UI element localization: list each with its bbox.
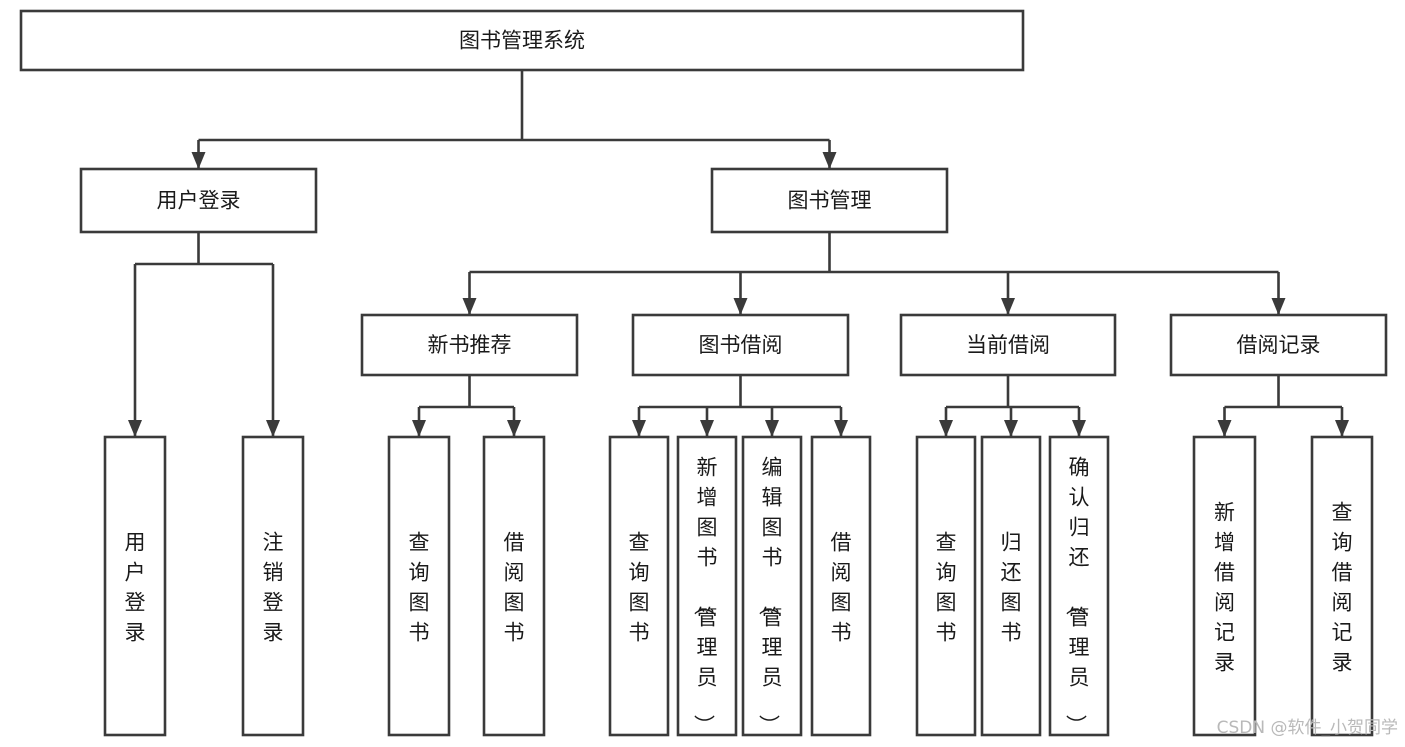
node-label: 当前借阅	[966, 333, 1050, 357]
node-label: 新书推荐	[428, 333, 512, 357]
node-leaf-query-book-1[interactable]: 查询图书	[387, 435, 451, 737]
node-label: 确认归还（管理员）	[1064, 455, 1090, 735]
node-box[interactable]	[103, 435, 167, 737]
node-leaf-borrow-book-1[interactable]: 借阅图书	[482, 435, 546, 737]
node-box[interactable]	[676, 435, 738, 737]
node-box[interactable]	[387, 435, 451, 737]
node-leaf-query-book-3[interactable]: 查询图书	[915, 435, 977, 737]
node-leaf-add-record[interactable]: 新增借阅记录	[1192, 435, 1257, 737]
node-label: 用户登录	[157, 189, 241, 213]
node-box[interactable]	[1310, 435, 1374, 737]
node-user-login[interactable]: 用户登录	[79, 167, 318, 234]
csdn-watermark: CSDN @软件_小贺同学	[1217, 718, 1398, 738]
node-leaf-edit-book[interactable]: 编辑图书（管理员）	[741, 435, 803, 737]
node-box[interactable]	[241, 435, 305, 737]
arrow-head-icon	[632, 420, 646, 437]
arrow-head-icon	[1271, 298, 1286, 315]
node-box[interactable]	[1048, 435, 1110, 737]
node-leaf-add-book[interactable]: 新增图书（管理员）	[676, 435, 738, 737]
connector-lines-layer	[128, 70, 1349, 437]
arrow-head-icon	[700, 420, 714, 437]
node-label: 借阅图书	[831, 530, 852, 644]
node-book-manage[interactable]: 图书管理	[710, 167, 949, 234]
node-borrow-record[interactable]: 借阅记录	[1169, 313, 1388, 377]
arrow-head-icon	[1004, 420, 1018, 437]
node-box[interactable]	[608, 435, 670, 737]
node-label: 编辑图书（管理员）	[757, 455, 783, 735]
node-box[interactable]	[710, 167, 949, 234]
arrow-head-icon	[128, 420, 142, 437]
node-leaf-query-record[interactable]: 查询借阅记录	[1310, 435, 1374, 737]
arrow-head-icon	[507, 420, 521, 437]
node-box[interactable]	[79, 167, 318, 234]
node-label: 查询图书	[629, 530, 650, 644]
arrow-head-icon	[1335, 420, 1349, 437]
node-label: 新增图书（管理员）	[692, 455, 718, 735]
arrow-head-icon	[462, 298, 477, 315]
arrow-head-icon	[939, 420, 953, 437]
node-box[interactable]	[741, 435, 803, 737]
arrow-head-icon	[1001, 298, 1015, 315]
arrow-head-icon	[412, 420, 426, 437]
arrow-head-icon	[191, 152, 206, 169]
arrow-head-icon	[822, 152, 837, 169]
node-label: 用户登录	[125, 530, 146, 644]
node-label: 查询图书	[409, 530, 430, 644]
node-box[interactable]	[810, 435, 872, 737]
node-leaf-query-book-2[interactable]: 查询图书	[608, 435, 670, 737]
node-leaf-logout[interactable]: 注销登录	[241, 435, 305, 737]
node-label: 借阅图书	[504, 530, 525, 644]
node-box[interactable]	[915, 435, 977, 737]
node-leaf-borrow-book-2[interactable]: 借阅图书	[810, 435, 872, 737]
arrow-head-icon	[765, 420, 779, 437]
node-label: 查询借阅记录	[1332, 500, 1353, 674]
node-label: 图书管理	[788, 189, 872, 213]
arrow-head-icon	[1072, 420, 1086, 437]
node-book-borrow[interactable]: 图书借阅	[631, 313, 850, 377]
node-box[interactable]	[1169, 313, 1388, 377]
node-leaf-return-book[interactable]: 归还图书	[980, 435, 1042, 737]
node-label: 注销登录	[263, 530, 284, 644]
arrow-head-icon	[834, 420, 848, 437]
node-label: 查询图书	[936, 530, 957, 644]
node-box[interactable]	[899, 313, 1117, 377]
node-boxes-layer: 图书管理系统用户登录图书管理新书推荐图书借阅当前借阅借阅记录用户登录注销登录查询…	[19, 9, 1388, 737]
node-label: 归还图书	[1001, 530, 1022, 644]
node-label: 借阅记录	[1237, 333, 1321, 357]
node-box[interactable]	[360, 313, 579, 377]
node-current-borrow[interactable]: 当前借阅	[899, 313, 1117, 377]
node-new-book-rec[interactable]: 新书推荐	[360, 313, 579, 377]
arrow-head-icon	[1217, 420, 1232, 437]
arrow-head-icon	[266, 420, 280, 437]
arrow-head-icon	[733, 298, 748, 315]
node-root[interactable]: 图书管理系统	[19, 9, 1025, 72]
node-leaf-confirm-return[interactable]: 确认归还（管理员）	[1048, 435, 1110, 737]
node-box[interactable]	[980, 435, 1042, 737]
node-label: 新增借阅记录	[1214, 500, 1235, 674]
node-label: 图书借阅	[699, 333, 783, 357]
node-leaf-user-login[interactable]: 用户登录	[103, 435, 167, 737]
node-box[interactable]	[631, 313, 850, 377]
node-box[interactable]	[482, 435, 546, 737]
node-box[interactable]	[19, 9, 1025, 72]
node-box[interactable]	[1192, 435, 1257, 737]
node-label: 图书管理系统	[459, 29, 585, 53]
